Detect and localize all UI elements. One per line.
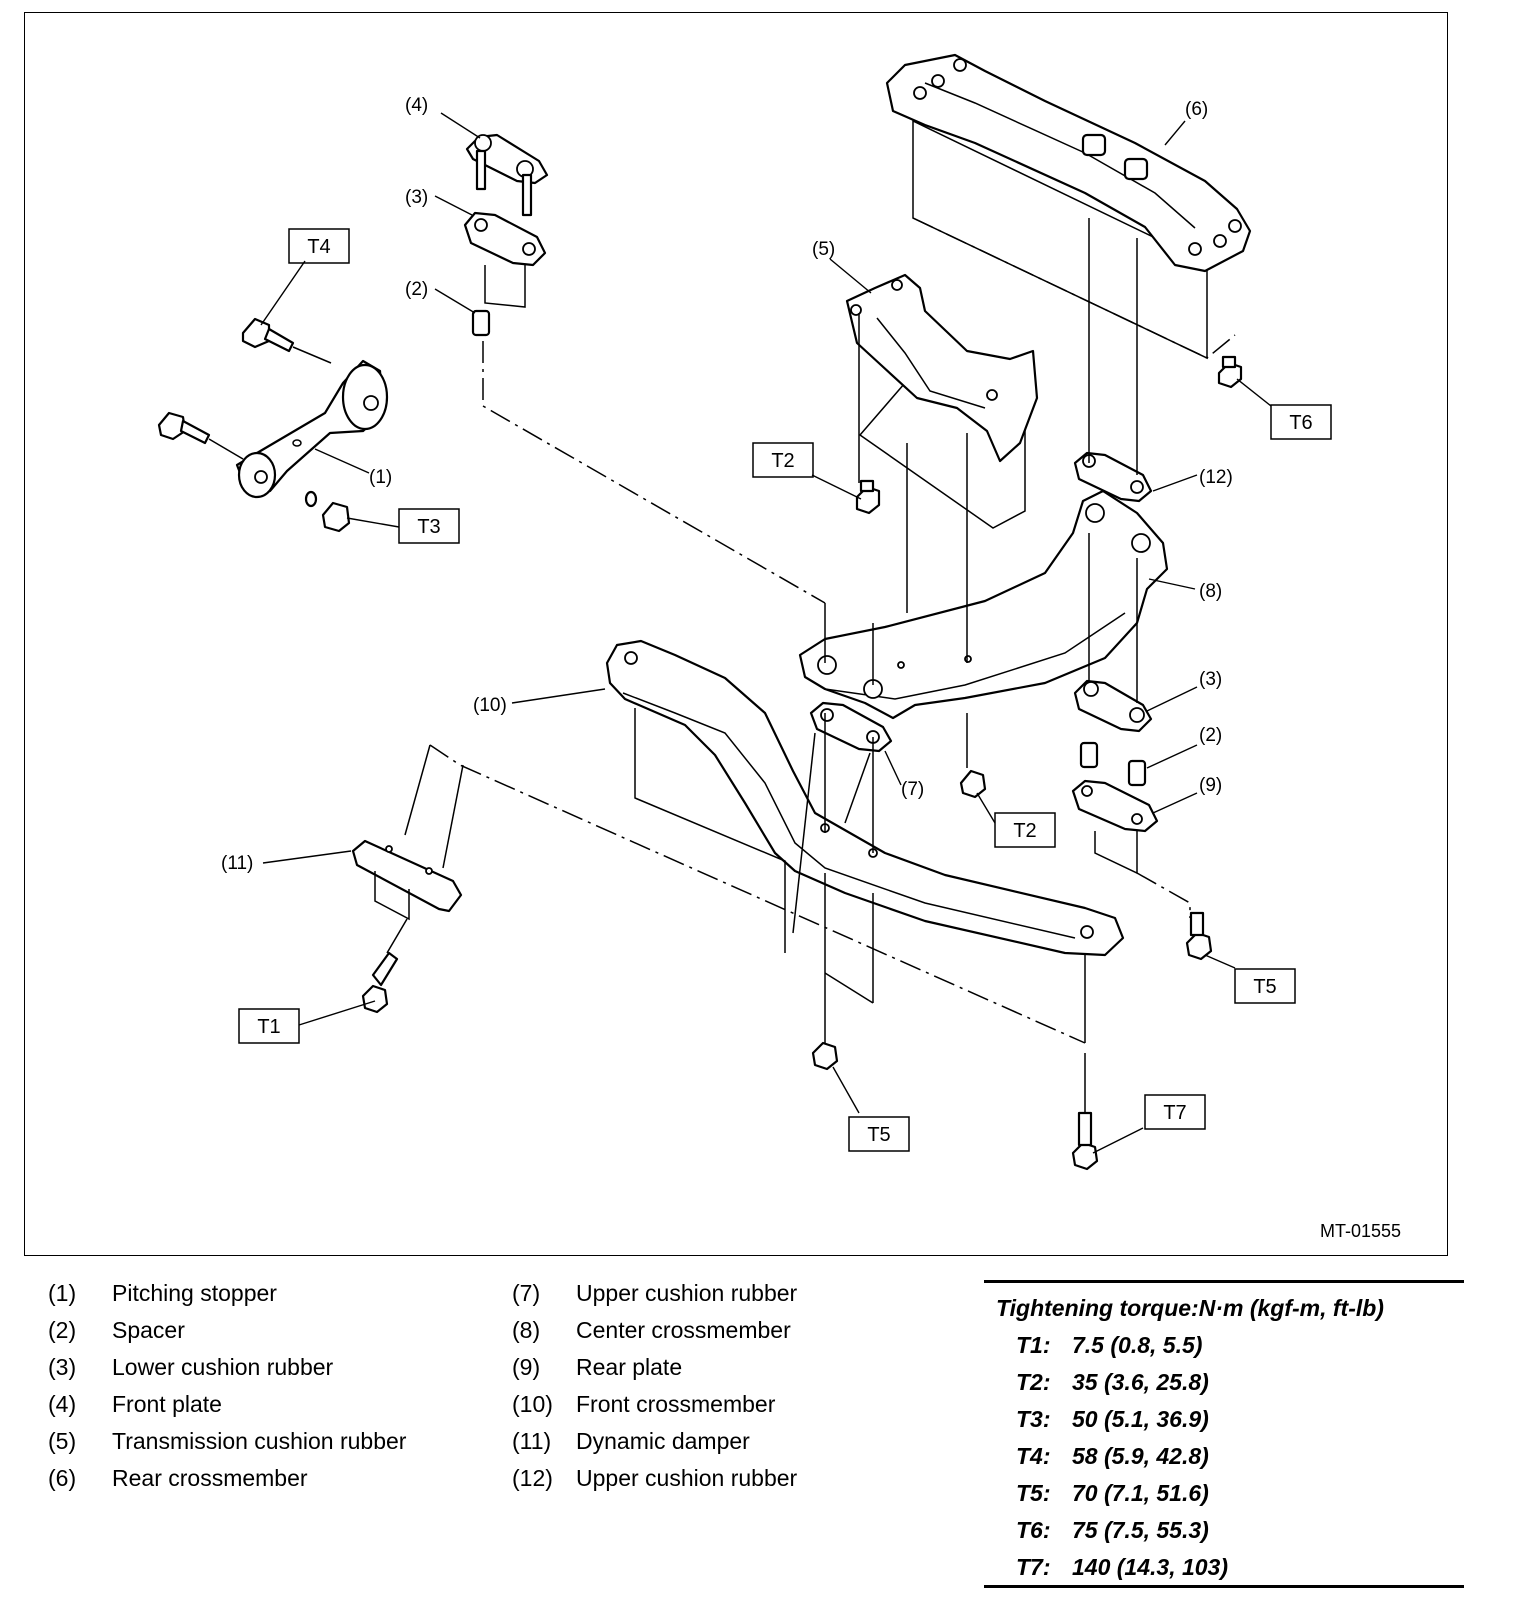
callout-1: (1) [369,467,392,488]
legend-number: (6) [48,1465,77,1491]
torque-boxes: T4 T3 T2 T6 T2 T5 T1 T5 T7 [238,228,1332,1152]
legend-number: (3) [48,1354,77,1380]
legend-label: Front plate [112,1391,222,1417]
torque-box-t5-right-frame [1234,968,1296,1004]
legend-label: Rear crossmember [112,1465,308,1491]
torque-box-t3-frame [398,508,460,544]
legend-number: (9) [512,1354,541,1380]
callout-10: (10) [473,695,507,716]
legend-label: Front crossmember [576,1391,776,1417]
legend-label: Lower cushion rubber [112,1354,334,1380]
legend-number: (11) [512,1428,552,1454]
right-mount-group [1071,451,1191,918]
callout-3-right: (3) [1199,669,1222,690]
callout-6: (6) [1185,99,1208,120]
torque-key: T4: [1016,1443,1051,1469]
legend-number: (1) [48,1280,77,1306]
callout-5: (5) [812,239,835,260]
callout-4: (4) [405,95,428,116]
torque-box-t5-right: T5 [1253,976,1276,998]
torque-key: T6: [1016,1517,1051,1543]
legend-label: Center crossmember [576,1317,791,1343]
legend-number: (5) [48,1428,77,1454]
front-crossmember-part [605,639,1125,957]
legend-number: (10) [512,1391,553,1417]
torque-value: 70 (7.1, 51.6) [1072,1480,1209,1506]
diagram-canvas: (4) (3) (2) (1) (5) (6) (12) (8) (3) (2)… [157,53,1401,1241]
callout-3-upper: (3) [405,187,428,208]
torque-key: T2: [1016,1369,1051,1395]
torque-box-t7-frame [1144,1094,1206,1130]
torque-box-t5-lower: T5 [867,1124,890,1146]
legend-label: Dynamic damper [576,1428,750,1454]
tightening-torque-table: Tightening torque:N·m (kgf-m, ft-lb) T1:… [984,1280,1464,1588]
torque-key: T3: [1016,1406,1051,1432]
legend-label: Upper cushion rubber [576,1280,798,1306]
figure-reference-code: MT-01555 [1320,1221,1401,1241]
upper-left-mount-group [463,133,826,604]
callouts: (4) (3) (2) (1) (5) (6) (12) (8) (3) (2)… [221,95,1233,874]
legend-label: Upper cushion rubber [576,1465,798,1491]
torque-heading: Tightening torque:N·m (kgf-m, ft-lb) [996,1295,1384,1321]
legend-label: Transmission cushion rubber [112,1428,407,1454]
torque-box-t6-frame [1270,404,1332,440]
torque-value: 140 (14.3, 103) [1072,1554,1229,1580]
callout-7: (7) [901,779,924,800]
torque-key: T7: [1016,1554,1051,1580]
torque-box-t1-frame [238,1008,300,1044]
callout-8: (8) [1199,581,1222,602]
torque-key: T1: [1016,1332,1051,1358]
torque-box-t1: T1 [257,1016,280,1038]
alignment-lines [386,218,1138,1113]
callout-11: (11) [221,853,253,874]
torque-box-t5-lower-frame [848,1116,910,1152]
legend-number: (8) [512,1317,541,1343]
legend-number: (4) [48,1391,77,1417]
torque-box-t2-lower: T2 [1013,820,1036,842]
torque-value: 75 (7.5, 55.3) [1072,1517,1209,1543]
rear-crossmember-part [885,53,1252,360]
torque-value: 7.5 (0.8, 5.5) [1072,1332,1203,1358]
torque-key: T5: [1016,1480,1051,1506]
torque-box-t2-upper-frame [752,442,814,478]
torque-box-t4: T4 [307,236,330,258]
legend-label: Pitching stopper [112,1280,277,1306]
callout-12: (12) [1199,467,1233,488]
callout-9: (9) [1199,775,1222,796]
callout-2-right: (2) [1199,725,1222,746]
leader-lines [260,112,1272,1154]
legend-label: Rear plate [576,1354,683,1380]
dynamic-damper-part [351,744,1086,1044]
fasteners [157,317,1243,1171]
torque-box-t2-upper: T2 [771,450,794,472]
torque-value: 58 (5.9, 42.8) [1072,1443,1209,1469]
torque-box-t2-lower-frame [994,812,1056,848]
legend-label: Spacer [112,1317,185,1343]
torque-box-t6: T6 [1289,412,1312,434]
legend-number: (2) [48,1317,77,1343]
torque-box-t3: T3 [417,516,440,538]
torque-value: 50 (5.1, 36.9) [1072,1406,1209,1432]
exploded-parts-diagram: (4) (3) (2) (1) (5) (6) (12) (8) (3) (2)… [24,12,1448,1256]
torque-box-t4-frame [288,228,350,264]
callout-2-upper: (2) [405,279,428,300]
torque-box-t7: T7 [1163,1102,1186,1124]
pitching-stopper-part [235,359,389,499]
legend-number: (12) [512,1465,553,1491]
legend-number: (7) [512,1280,541,1306]
transmission-cushion-rubber-part [845,273,1039,529]
center-crossmember-part [798,489,1169,720]
torque-value: 35 (3.6, 25.8) [1072,1369,1209,1395]
